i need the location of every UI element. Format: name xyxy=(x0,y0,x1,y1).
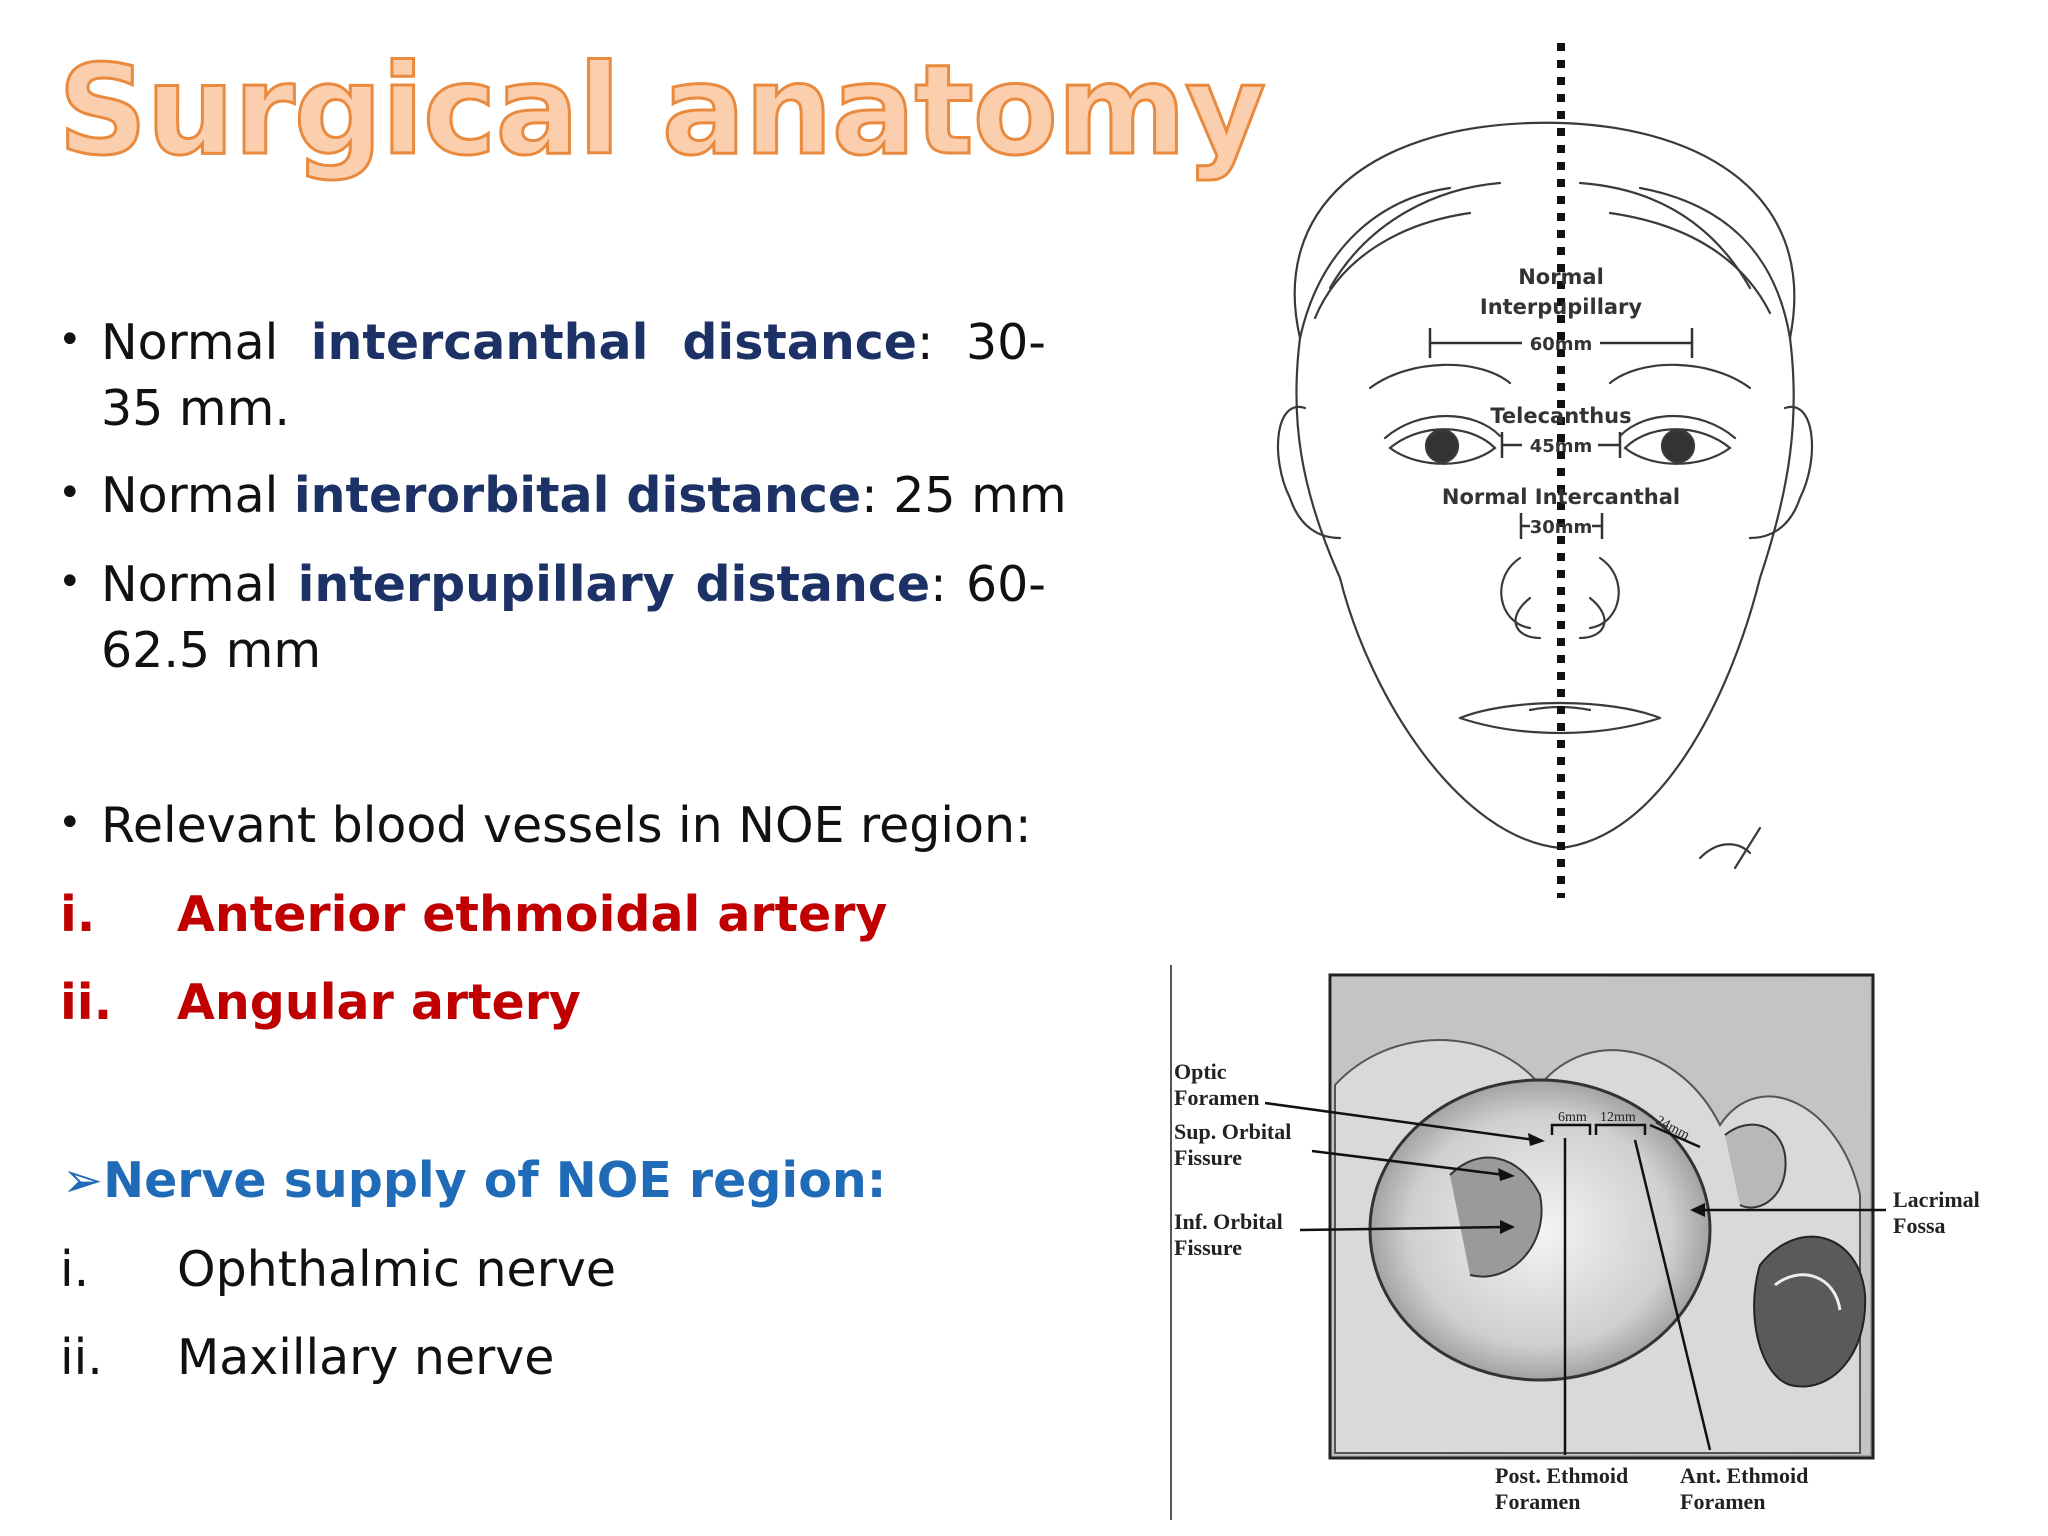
nerve-number: ii. xyxy=(60,1329,103,1386)
bullet-prefix: Normal xyxy=(101,467,294,524)
bullet-marker: • xyxy=(58,559,82,605)
nerve-ophthalmic: Ophthalmic nerve xyxy=(177,1241,616,1298)
vessel-number: i. xyxy=(60,886,96,943)
vessel-number: ii. xyxy=(60,974,113,1031)
bullet-marker: • xyxy=(58,317,82,363)
label-inf-orbital-1: Inf. Orbital xyxy=(1174,1209,1283,1234)
measure-6mm: 6mm xyxy=(1558,1110,1587,1125)
bullet-interorbital: Normal interorbital distance: 25 mm xyxy=(101,463,1067,529)
nerve-number: i. xyxy=(60,1241,90,1298)
telecanthus-value: 45mm xyxy=(1530,436,1593,457)
measure-12mm: 12mm xyxy=(1600,1110,1636,1125)
keyword-interorbital-distance: interorbital distance xyxy=(293,467,862,524)
interpupillary-value: 60mm xyxy=(1530,334,1593,355)
vessel-anterior-ethmoidal-artery: Anterior ethmoidal artery xyxy=(177,886,888,943)
orbit-anatomy-illustration: 6mm 12mm 24mm Optic Foramen Sup. Orbital… xyxy=(1170,965,1980,1520)
vessel-angular-artery: Angular artery xyxy=(177,974,581,1031)
label-ant-ethmoid-1: Ant. Ethmoid xyxy=(1680,1463,1808,1488)
intercanthal-label: Normal Intercanthal xyxy=(1442,485,1680,509)
slide-title: Surgical anatomy xyxy=(57,38,1268,183)
arrow-bullet-icon: ➢ xyxy=(62,1152,104,1209)
label-post-ethmoid-2: Foramen xyxy=(1495,1489,1581,1514)
bullet-intercanthal: Normal intercanthal distance: 30-35 mm. xyxy=(101,310,1046,442)
label-inf-orbital-2: Fissure xyxy=(1174,1235,1242,1260)
label-optic-2: Foramen xyxy=(1174,1085,1260,1110)
interpupillary-label-2: Interpupillary xyxy=(1480,295,1643,319)
interpupillary-label-1: Normal xyxy=(1518,265,1604,289)
bullet-interpupillary: Normal interpupillary distance: 60-62.5 … xyxy=(101,552,1046,684)
nerve-supply-heading: ➢Nerve supply of NOE region: xyxy=(62,1148,886,1214)
bullet-blood-vessels: Relevant blood vessels in NOE region: xyxy=(101,797,1032,854)
bullet-marker: • xyxy=(58,470,82,516)
bullet-value: : 30-35 mm. xyxy=(101,314,1046,437)
label-sup-orbital-2: Fissure xyxy=(1174,1145,1242,1170)
label-optic-1: Optic xyxy=(1174,1059,1227,1084)
keyword-intercanthal-distance: intercanthal distance xyxy=(310,314,918,371)
label-ant-ethmoid-2: Foramen xyxy=(1680,1489,1766,1514)
face-measurements-illustration: Normal Interpupillary 60mm Telecanthus 4… xyxy=(1276,43,1814,898)
label-lacrimal-1: Lacrimal xyxy=(1893,1187,1980,1212)
bullet-prefix: Normal xyxy=(101,556,298,613)
intercanthal-value: 30mm xyxy=(1530,517,1593,538)
label-sup-orbital-1: Sup. Orbital xyxy=(1174,1119,1291,1144)
nerve-maxillary: Maxillary nerve xyxy=(177,1329,555,1386)
bullet-marker: • xyxy=(58,800,82,846)
label-lacrimal-2: Fossa xyxy=(1893,1213,1946,1238)
label-post-ethmoid-1: Post. Ethmoid xyxy=(1495,1463,1628,1488)
keyword-interpupillary-distance: interpupillary distance xyxy=(297,556,931,613)
bullet-value: : 25 mm xyxy=(861,467,1067,524)
bullet-value: : 60-62.5 mm xyxy=(101,556,1046,679)
bullet-prefix: Normal xyxy=(101,314,311,371)
telecanthus-label: Telecanthus xyxy=(1490,404,1631,428)
nerve-heading-text: Nerve supply of NOE region: xyxy=(103,1152,887,1209)
